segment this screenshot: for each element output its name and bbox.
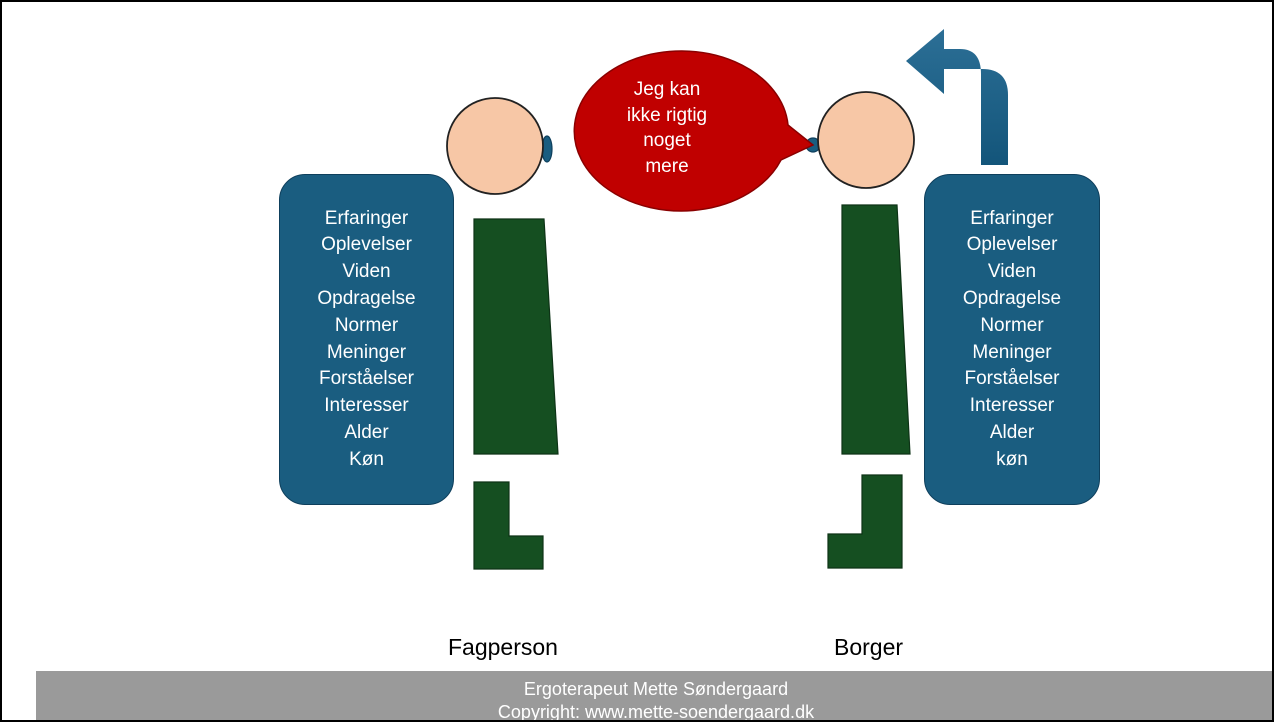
footer-copyright: Copyright: www.mette-soendergaard.dk xyxy=(497,702,815,722)
footer-author: Ergoterapeut Mette Søndergaard xyxy=(523,679,789,699)
attribute-item: Meninger xyxy=(326,341,407,363)
speech-bubble-text: Jeg kan ikke rigtig noget mere xyxy=(582,77,752,179)
borger-figure xyxy=(805,91,915,569)
attribute-item: Opdragelse xyxy=(317,287,416,309)
fagperson-figure xyxy=(446,97,559,570)
attribute-item: Erfaringer xyxy=(324,207,409,229)
borger-label: Borger xyxy=(834,634,904,660)
attribute-item: Oplevelser xyxy=(321,234,412,256)
attribute-item: Viden xyxy=(342,261,391,283)
speech-bubble xyxy=(573,50,815,212)
speech-line: Jeg kan xyxy=(633,79,701,100)
borger-body xyxy=(841,204,911,455)
attribute-item: Alder xyxy=(989,421,1035,443)
attribute-item: Erfaringer xyxy=(970,207,1054,229)
attribute-item: Køn xyxy=(349,448,384,470)
attribute-item: Normer xyxy=(334,314,399,336)
attribute-item: Oplevelser xyxy=(966,234,1058,256)
fagperson-body xyxy=(473,218,559,455)
return-arrow-icon xyxy=(906,29,1008,165)
attribute-item: Meninger xyxy=(972,341,1052,363)
attribute-item: Interesser xyxy=(324,395,409,417)
attribute-item: Alder xyxy=(344,421,389,443)
attribute-item: Opdragelse xyxy=(962,287,1062,309)
attribute-item: Normer xyxy=(980,314,1044,336)
attribute-item: Interesser xyxy=(969,395,1055,417)
attribute-item: Forståelser xyxy=(318,368,415,390)
attribute-item: køn xyxy=(996,448,1028,470)
speech-line: ikke rigtig xyxy=(626,104,708,126)
borger-head xyxy=(817,91,915,189)
footer-bar: Ergoterapeut Mette Søndergaard Copyright… xyxy=(36,671,1272,722)
speech-line: noget xyxy=(643,130,691,151)
fagperson-leg xyxy=(473,481,544,570)
borger-leg xyxy=(827,474,903,569)
fagperson-label: Fagperson xyxy=(448,634,558,660)
speech-line: mere xyxy=(645,155,689,177)
attribute-item: Forståelser xyxy=(964,368,1060,390)
fagperson-head xyxy=(446,97,544,195)
borger-attributes-panel: Erfaringer Oplevelser Viden Opdragelse N… xyxy=(924,174,1100,505)
attribute-item: Viden xyxy=(987,261,1037,283)
fagperson-attributes-panel: Erfaringer Oplevelser Viden Opdragelse N… xyxy=(279,174,454,505)
